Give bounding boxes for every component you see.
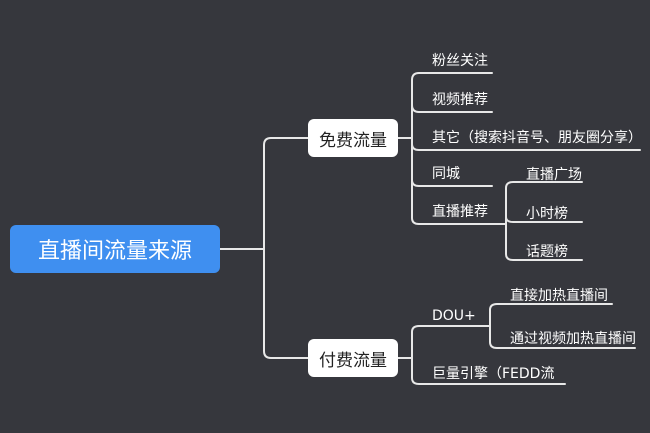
paid-traffic-label: 付费流量: [319, 350, 387, 371]
leaf-dou-plus: DOU+: [432, 308, 476, 324]
paid-traffic-node: 付费流量: [308, 339, 398, 377]
leaf-ocean-engine: 巨量引擎（FEDD流: [432, 366, 555, 382]
leaf-direct-boost: 直接加热直播间: [510, 288, 608, 304]
leaf-hourly-rank: 小时榜: [526, 206, 568, 222]
leaf-video-boost: 通过视频加热直播间: [510, 331, 636, 347]
leaf-live-recommend: 直播推荐: [432, 204, 488, 220]
leaf-topic-rank: 话题榜: [526, 244, 568, 260]
leaf-video-recommend: 视频推荐: [432, 92, 488, 108]
leaf-same-city: 同城: [432, 166, 460, 182]
root-label: 直播间流量来源: [37, 239, 192, 264]
free-traffic-node: 免费流量: [308, 119, 398, 157]
leaf-fans-follow: 粉丝关注: [432, 53, 488, 69]
leaf-other-sources: 其它（搜索抖音号、朋友圈分享）: [432, 130, 642, 146]
root-node: 直播间流量来源: [10, 225, 220, 273]
free-traffic-label: 免费流量: [319, 130, 387, 151]
leaf-live-plaza: 直播广场: [526, 167, 582, 183]
